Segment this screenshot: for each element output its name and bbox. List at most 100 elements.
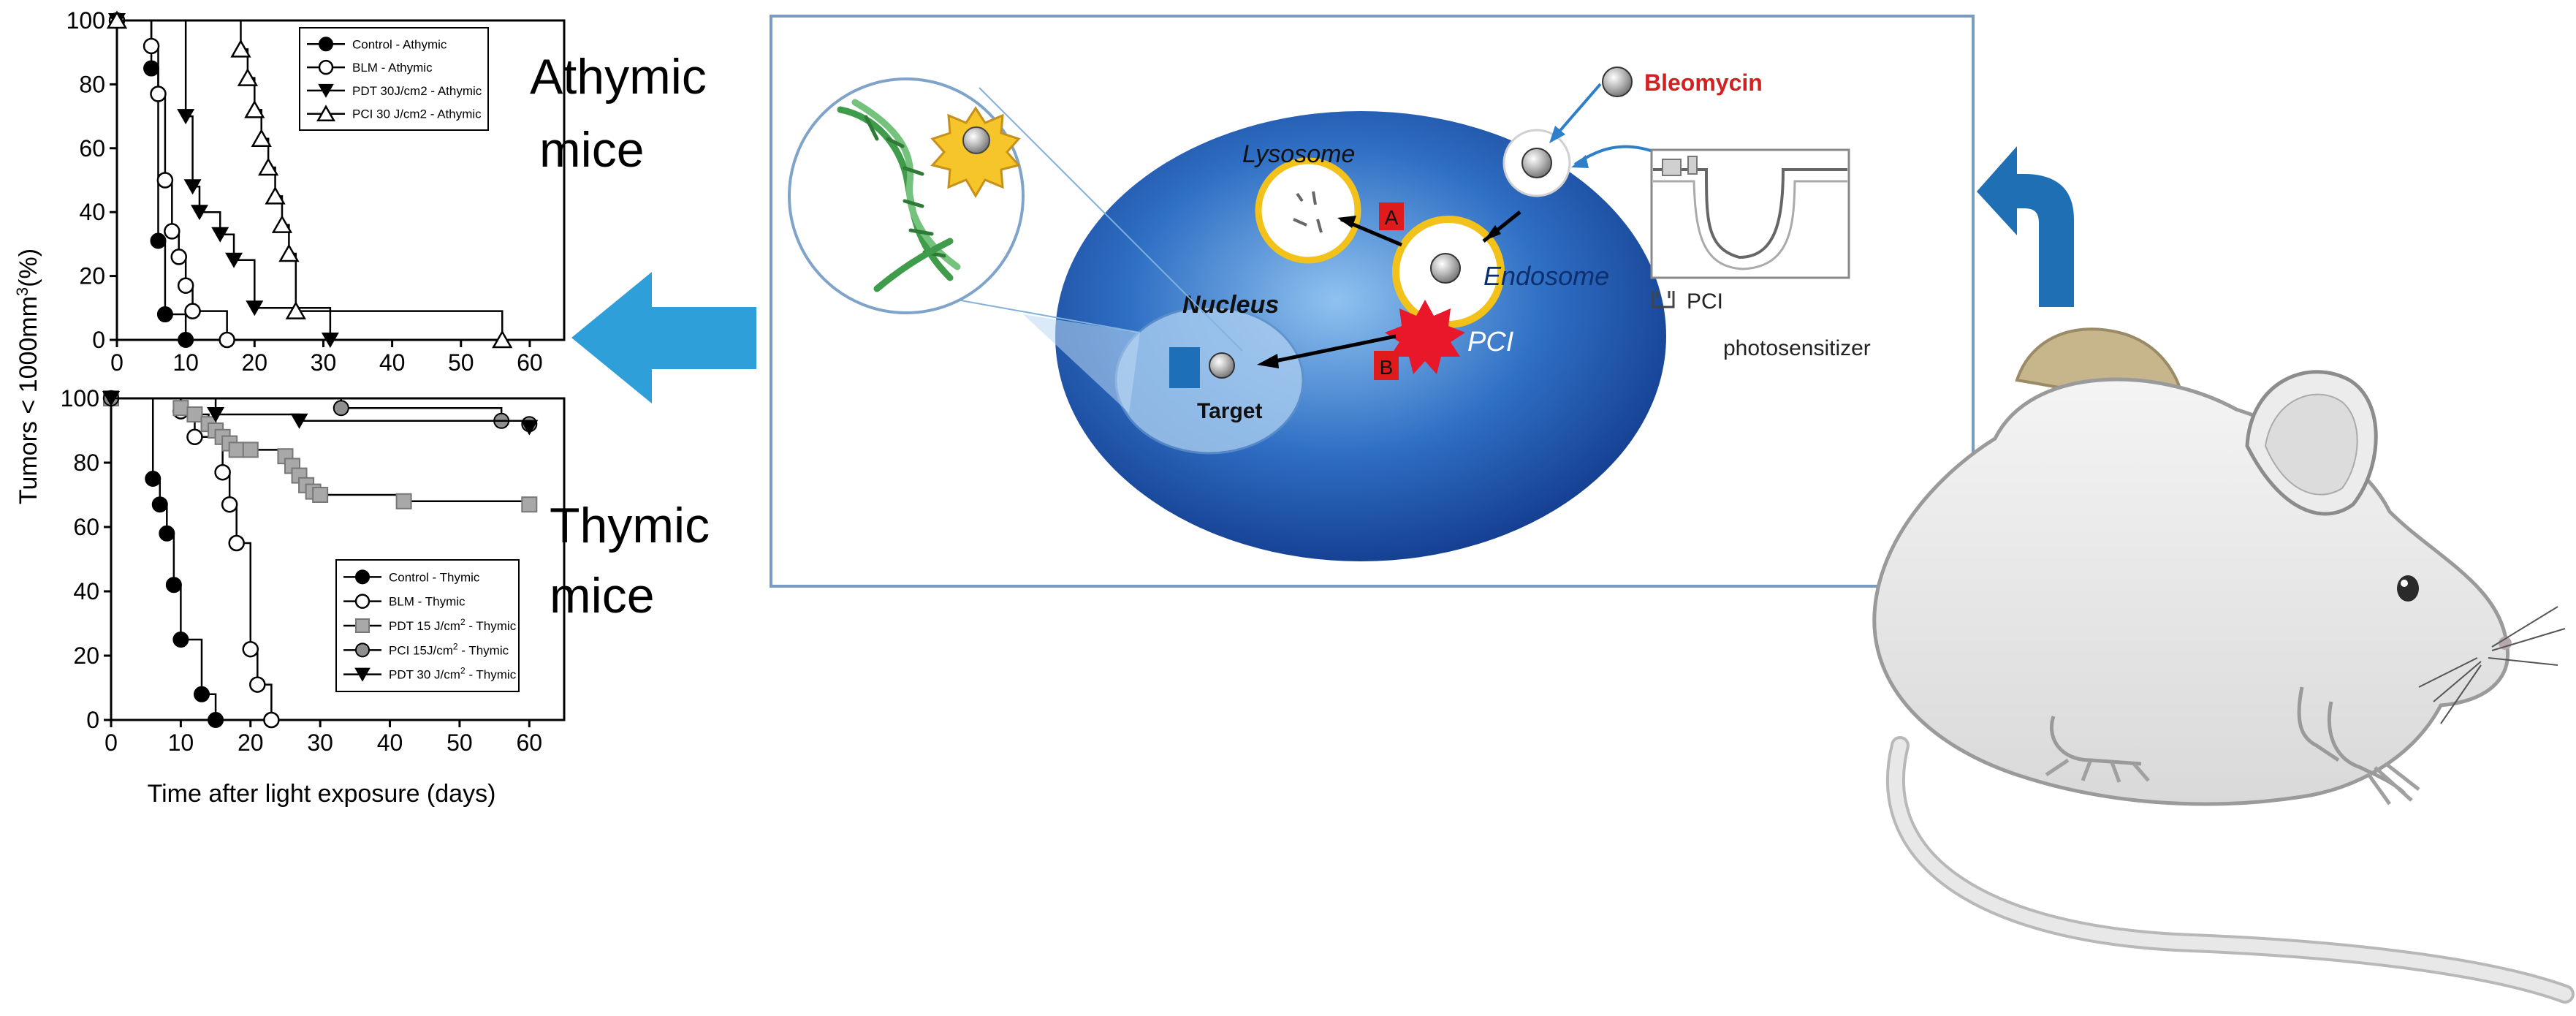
- legend-marker: [354, 667, 371, 682]
- data-point: [251, 129, 272, 147]
- mouse-hind-leg: [2049, 716, 2142, 766]
- target-drug-particle: [1209, 352, 1235, 379]
- data-point: [102, 391, 120, 406]
- x-tick-label: 30: [307, 729, 333, 756]
- y-tick-label: 40: [79, 199, 105, 225]
- data-point: [237, 68, 259, 86]
- y-tick-label: 60: [79, 135, 105, 162]
- arrow-bleomycin-entry: [1551, 83, 1602, 140]
- arrow-endosome-to-nucleus: [1271, 334, 1397, 364]
- data-point: [228, 441, 245, 458]
- legend-label: Control - Thymic: [389, 570, 480, 584]
- x-tick-label: 60: [517, 349, 543, 376]
- x-tick-label: 40: [377, 729, 403, 756]
- data-point: [225, 252, 243, 268]
- legend-label: BLM - Athymic: [352, 61, 433, 75]
- legend-label: PDT 15 J/cm2 - Thymic: [389, 617, 517, 633]
- mouse-nose: [2499, 637, 2512, 650]
- data-point: [285, 301, 306, 319]
- dna-zoom-circle: [788, 77, 1025, 314]
- data-point: [170, 249, 187, 265]
- legend-marker: [355, 569, 370, 585]
- data-point: [208, 712, 224, 728]
- data-point: [190, 205, 208, 221]
- y-tick-label: 0: [92, 327, 105, 353]
- data-point: [521, 496, 538, 513]
- data-point: [143, 37, 160, 55]
- x-tick-label: 40: [379, 349, 406, 376]
- data-point: [263, 711, 280, 729]
- data-point: [156, 306, 173, 323]
- entry-drug-particle: [1521, 148, 1552, 178]
- data-point: [228, 534, 245, 552]
- data-point: [333, 400, 349, 417]
- data-point: [312, 487, 329, 503]
- legend-label: BLM - Thymic: [389, 595, 466, 609]
- mouse-front-paw: [2366, 762, 2420, 805]
- photosensitizer-label-line1: PCI: [1687, 289, 1723, 314]
- legend-marker: [354, 594, 371, 609]
- path-b-label: B: [1380, 356, 1394, 379]
- data-point: [150, 86, 167, 102]
- data-point: [172, 632, 189, 648]
- data-point: [183, 179, 202, 195]
- dna-helix-icon: [837, 99, 961, 292]
- y-tick-label: 100: [67, 7, 105, 34]
- x-tick-label: 50: [448, 349, 474, 376]
- legend-marker: [355, 618, 370, 633]
- data-point: [178, 332, 194, 348]
- data-point: [177, 109, 195, 125]
- data-point: [211, 227, 229, 243]
- mouse-illustration: [1872, 327, 2575, 1004]
- data-point: [172, 400, 189, 417]
- lysosome: [1255, 157, 1361, 264]
- data-point: [271, 215, 293, 233]
- x-tick-label: 60: [517, 729, 543, 756]
- nucleus: [1114, 306, 1304, 455]
- data-point: [249, 676, 266, 693]
- nucleus-label: Nucleus: [1182, 291, 1279, 319]
- data-point: [242, 640, 259, 658]
- x-tick-label: 30: [311, 349, 337, 376]
- data-point: [246, 300, 264, 316]
- x-tick-label: 0: [110, 349, 124, 376]
- endosome-drug-particle: [1430, 253, 1461, 284]
- mouse-hind-paw: [2045, 758, 2150, 783]
- mouse-whiskers: [2418, 606, 2566, 724]
- bleomycin-label: Bleomycin: [1644, 69, 1763, 96]
- series-line: [111, 397, 217, 720]
- data-point: [257, 157, 279, 176]
- bleomycin-particle-icon: [1602, 67, 1633, 97]
- data-point: [150, 232, 167, 249]
- data-point: [186, 428, 203, 446]
- legend-marker: [316, 105, 335, 121]
- endosome-label: Endosome: [1483, 261, 1609, 291]
- arrow-from-mouse-icon: [1977, 146, 2074, 307]
- data-point: [194, 686, 210, 702]
- data-point: [165, 577, 182, 594]
- mechanism-diagram: Nucleus Target Lysosome Endosome PCI: [770, 15, 1975, 588]
- y-tick-label: 40: [73, 578, 99, 604]
- bound-drug-particle: [962, 126, 990, 154]
- data-point: [242, 441, 259, 458]
- data-point: [321, 333, 339, 348]
- lysosome-label: Lysosome: [1242, 140, 1355, 168]
- legend-marker: [318, 59, 334, 75]
- y-tick-label: 80: [73, 450, 99, 476]
- data-point: [143, 60, 160, 77]
- chart1-frame: [115, 19, 566, 341]
- data-point: [186, 406, 203, 422]
- nucleus-target-block: [1169, 347, 1200, 388]
- data-point: [156, 172, 174, 189]
- x-tick-label: 50: [447, 729, 473, 756]
- x-tick-label: 20: [238, 729, 264, 756]
- y-tick-label: 80: [79, 71, 105, 97]
- pci-label: PCI: [1467, 327, 1514, 357]
